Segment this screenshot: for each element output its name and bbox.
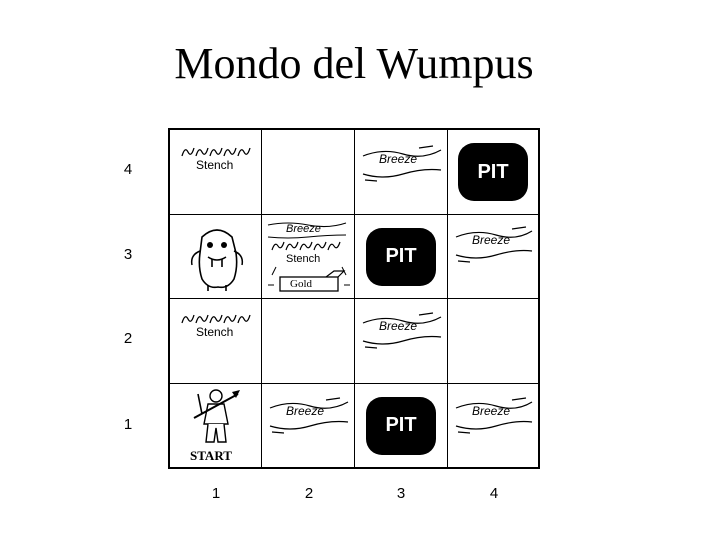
gold-label: Gold xyxy=(290,278,312,290)
cell-4-1: Breeze xyxy=(448,384,538,467)
cell-3-4: Breeze xyxy=(355,130,448,215)
pit: PIT xyxy=(458,143,528,201)
pit: PIT xyxy=(366,228,436,286)
stench-label: Stench xyxy=(196,158,233,172)
col-label-1: 1 xyxy=(206,485,226,502)
cell-3-1: PIT xyxy=(355,384,448,467)
cell-1-2: Stench xyxy=(170,299,262,384)
row-label-4: 4 xyxy=(118,161,138,178)
breeze-label: Breeze xyxy=(379,152,417,166)
col-label-3: 3 xyxy=(391,485,411,502)
stench-label: Stench xyxy=(286,253,320,265)
row-label-3: 3 xyxy=(118,246,138,263)
col-label-4: 4 xyxy=(484,485,504,502)
stench-squiggles xyxy=(268,239,348,253)
pit: PIT xyxy=(366,397,436,455)
breeze-label: Breeze xyxy=(472,404,510,418)
stench-label: Stench xyxy=(196,325,233,339)
start-label: START xyxy=(190,448,232,464)
cell-3-2: Breeze xyxy=(355,299,448,384)
agent-explorer-icon xyxy=(186,388,246,446)
cell-4-2 xyxy=(448,299,538,384)
col-label-2: 2 xyxy=(299,485,319,502)
diagram-title: Mondo del Wumpus xyxy=(0,38,720,90)
cell-2-2 xyxy=(262,299,355,384)
breeze-label: Breeze xyxy=(286,223,321,235)
wumpus-monster-icon xyxy=(182,221,252,293)
breeze-label: Breeze xyxy=(472,233,510,247)
breeze-label: Breeze xyxy=(286,404,324,418)
row-label-1: 1 xyxy=(118,416,138,433)
cell-2-1: Breeze xyxy=(262,384,355,467)
cell-4-3: Breeze xyxy=(448,215,538,299)
cell-2-3: Breeze Stench Gold xyxy=(262,215,355,299)
cell-4-4: PIT xyxy=(448,130,538,215)
cell-2-4 xyxy=(262,130,355,215)
wumpus-grid: Stench Breeze PIT Breeze Stench xyxy=(168,128,540,469)
row-label-2: 2 xyxy=(118,330,138,347)
cell-1-3 xyxy=(170,215,262,299)
cell-1-1: START xyxy=(170,384,262,467)
cell-3-3: PIT xyxy=(355,215,448,299)
cell-1-4: Stench xyxy=(170,130,262,215)
breeze-label: Breeze xyxy=(379,319,417,333)
